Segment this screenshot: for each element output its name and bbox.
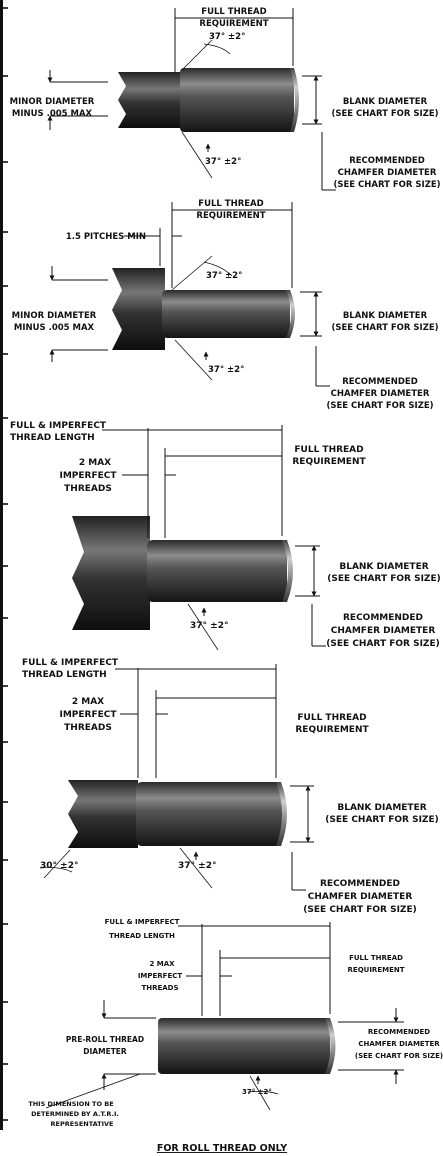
blank-diameter-label: BLANK DIAMETER (343, 97, 428, 107)
full-thread-label-2: REQUIREMENT (348, 966, 405, 974)
full-imperfect-label-2: THREAD LENGTH (22, 670, 107, 680)
chamfer-diameter-label: RECOMMENDED (343, 613, 423, 623)
left-border-rule (0, 0, 8, 1130)
imperfect-label-3: THREADS (64, 484, 112, 494)
angle-bottom-label: 37° ±2° (205, 157, 241, 167)
chamfer-diameter-label-3: (SEE CHART FOR SIZE) (326, 401, 433, 411)
atri-note-3: REPRESENTATIVE (51, 1120, 114, 1128)
angle-left-label: 30° ±2° (40, 861, 78, 871)
full-thread-label-2: REQUIREMENT (292, 457, 366, 467)
full-imperfect-label: FULL & IMPERFECT (10, 421, 107, 431)
chamfer-diameter-label-2: CHAMFER DIAMETER (331, 389, 430, 399)
chamfer-diameter-label-3: (SEE CHART FOR SIZE) (333, 180, 440, 190)
angle-top-label: 37° ±2° (206, 271, 242, 281)
chamfer-diameter-label-3: (SEE CHART FOR SIZE) (355, 1052, 443, 1060)
minor-diameter-label: MINOR DIAMETER (12, 311, 97, 321)
diagram-3-imperfect-threads: FULL & IMPERFECT THREAD LENGTH FULL THRE… (10, 421, 441, 651)
blank-diameter-label-2: (SEE CHART FOR SIZE) (327, 574, 440, 584)
chamfer-diameter-label: RECOMMENDED (349, 156, 425, 166)
chamfer-diameter-label: RECOMMENDED (320, 879, 400, 889)
full-thread-label: FULL THREAD (297, 713, 366, 723)
diagram-1-plain-shank: FULL THREAD REQUIREMENT 37° ±2° MINOR DI… (10, 7, 441, 191)
blank-diameter-label: BLANK DIAMETER (339, 562, 428, 572)
preroll-diameter-label-2: DIAMETER (83, 1047, 127, 1056)
minor-diameter-label-2: MINUS .005 MAX (14, 323, 95, 333)
footer-caption: FOR ROLL THREAD ONLY (157, 1143, 287, 1154)
angle-bottom-label: 37° ±2° (242, 1088, 272, 1096)
imperfect-label-2: IMPERFECT (59, 710, 117, 720)
chamfer-diameter-label-2: CHAMFER DIAMETER (358, 1040, 440, 1048)
full-imperfect-label-2: THREAD LENGTH (109, 932, 175, 940)
diagram-2-headed-shank: FULL THREAD REQUIREMENT 1.5 PITCHES MIN … (12, 199, 439, 411)
chamfer-diameter-label-3: (SEE CHART FOR SIZE) (303, 905, 416, 915)
chamfer-diameter-label: RECOMMENDED (342, 377, 418, 387)
blank-diameter-label-2: (SEE CHART FOR SIZE) (325, 815, 438, 825)
bolt-drawing-5 (158, 1018, 336, 1074)
chamfer-diameter-label-2: CHAMFER DIAMETER (308, 892, 413, 902)
angle-bottom-label: 37° ±2° (208, 365, 244, 375)
imperfect-label: 2 MAX (79, 458, 111, 468)
full-imperfect-label-2: THREAD LENGTH (10, 433, 95, 443)
minor-diameter-label-2: MINUS .005 MAX (12, 109, 93, 119)
blank-diameter-label-2: (SEE CHART FOR SIZE) (331, 109, 438, 119)
full-thread-label: FULL THREAD (198, 199, 263, 209)
angle-bottom-label: 37° ±2° (178, 861, 216, 871)
diagram-5-roll-thread: FULL & IMPERFECT THREAD LENGTH FULL THRE… (28, 918, 443, 1128)
blank-diameter-label: BLANK DIAMETER (343, 311, 428, 321)
bolt-drawing-4 (68, 780, 287, 848)
full-imperfect-label: FULL & IMPERFECT (22, 658, 119, 668)
atri-note-2: DETERMINED BY A.T.R.I. (31, 1110, 119, 1118)
full-thread-label: FULL THREAD (349, 954, 403, 962)
bolt-drawing-3 (72, 516, 293, 630)
pitches-label: 1.5 PITCHES MIN (66, 232, 146, 242)
chamfer-diameter-label-3: (SEE CHART FOR SIZE) (326, 639, 439, 649)
bolt-drawing-1 (118, 68, 299, 132)
imperfect-label-3: THREADS (141, 984, 178, 992)
angle-bottom-label: 37° ±2° (190, 621, 228, 631)
imperfect-label-3: THREADS (64, 723, 112, 733)
imperfect-label: 2 MAX (72, 697, 104, 707)
blank-diameter-label: BLANK DIAMETER (337, 803, 426, 813)
full-imperfect-label: FULL & IMPERFECT (105, 918, 180, 926)
minor-diameter-label: MINOR DIAMETER (10, 97, 95, 107)
imperfect-label-2: IMPERFECT (59, 471, 117, 481)
chamfer-diameter-label: RECOMMENDED (368, 1028, 430, 1036)
atri-note: THIS DIMENSION TO BE (28, 1100, 113, 1108)
blank-diameter-label-2: (SEE CHART FOR SIZE) (331, 323, 438, 333)
full-thread-label: FULL THREAD (201, 7, 266, 17)
full-thread-label: FULL THREAD (294, 445, 363, 455)
preroll-diameter-label: PRE-ROLL THREAD (66, 1035, 144, 1044)
chamfer-diameter-label-2: CHAMFER DIAMETER (338, 168, 437, 178)
imperfect-label: 2 MAX (149, 960, 175, 968)
full-thread-label-2: REQUIREMENT (196, 211, 265, 221)
angle-top-label: 37° ±2° (209, 32, 245, 42)
diagram-4-chamfered-head: FULL & IMPERFECT THREAD LENGTH FULL THRE… (22, 658, 439, 915)
imperfect-label-2: IMPERFECT (138, 972, 183, 980)
full-thread-label-2: REQUIREMENT (199, 19, 268, 29)
bolt-drawing-2 (112, 268, 295, 350)
chamfer-diameter-label-2: CHAMFER DIAMETER (331, 626, 436, 636)
full-thread-label-2: REQUIREMENT (295, 725, 369, 735)
